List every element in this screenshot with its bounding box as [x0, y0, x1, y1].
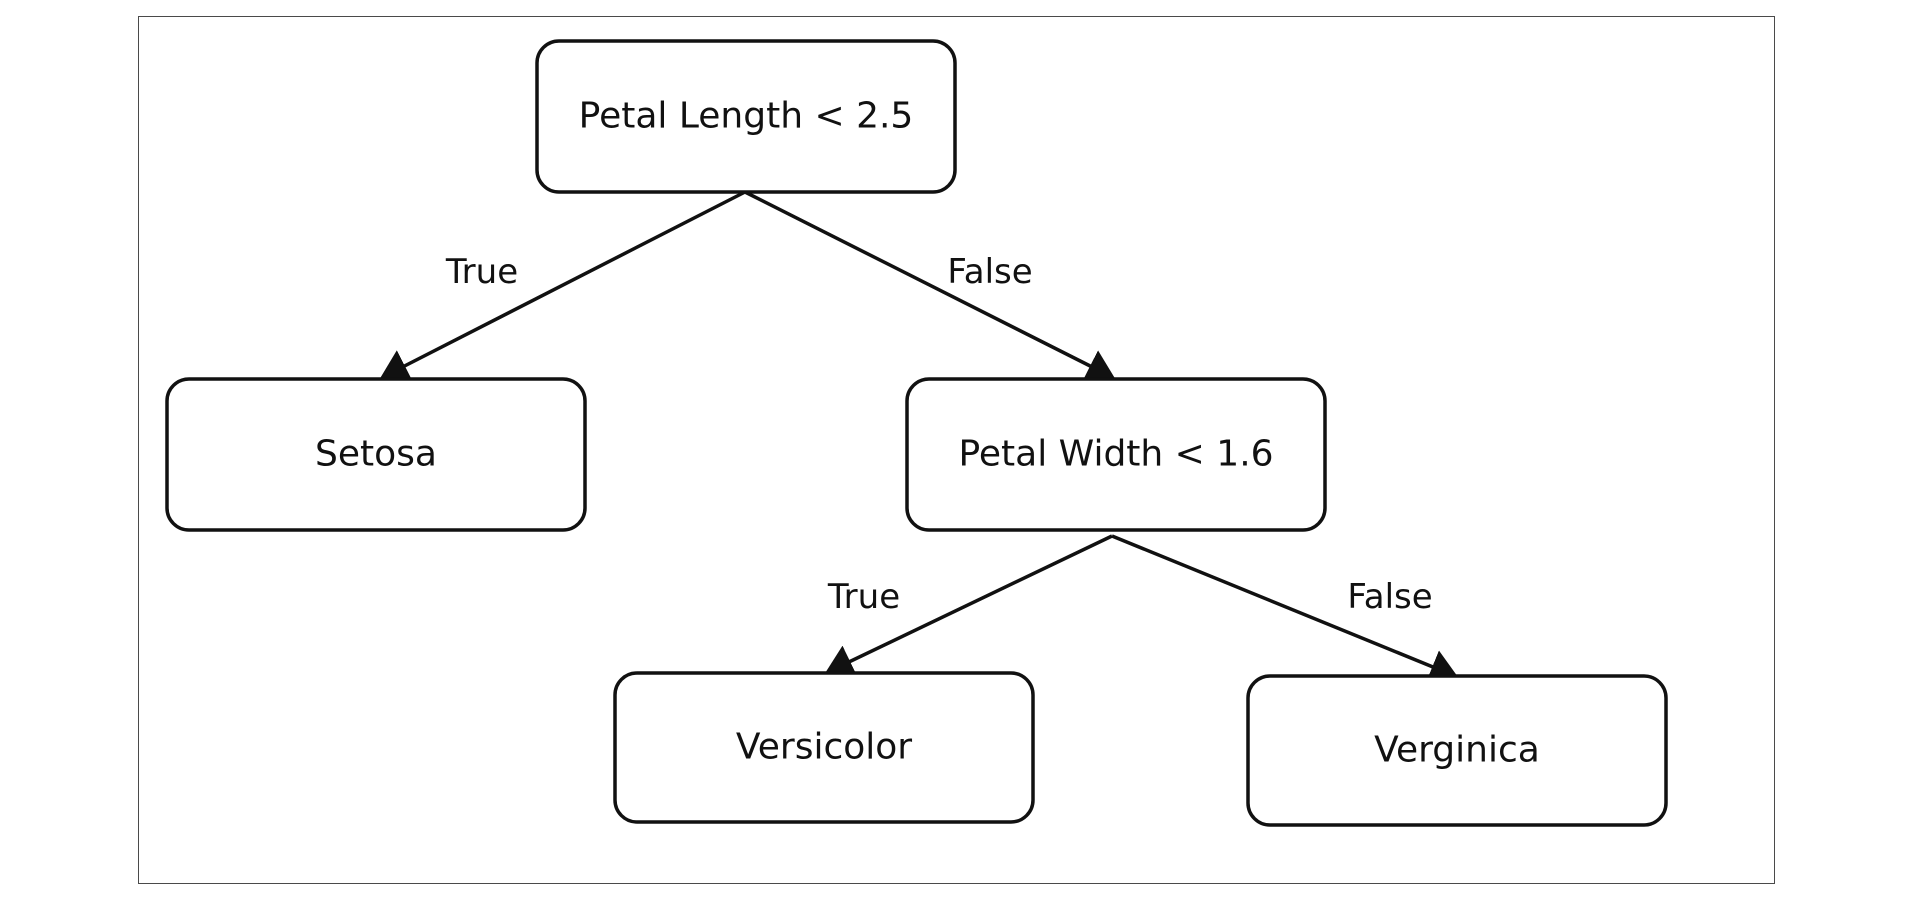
versicolor-node: Versicolor: [613, 671, 1035, 824]
edge-petal-width-to-verginica: [1111, 534, 1459, 683]
edge-label-split-false: False: [1347, 577, 1432, 617]
root-node-label: Petal Length < 2.5: [579, 96, 914, 137]
edge-petal-width-to-versicolor: [824, 534, 1113, 678]
edge-root-to-setosa: [379, 190, 746, 382]
verginica-node-label: Verginica: [1374, 730, 1540, 771]
edge-root-to-petal-width: [744, 190, 1116, 382]
edge-label-split-true: True: [827, 577, 900, 617]
setosa-node: Setosa: [165, 377, 587, 532]
petal-width-node: Petal Width < 1.6: [905, 377, 1327, 532]
root-node: Petal Length < 2.5: [535, 39, 957, 194]
verginica-node: Verginica: [1246, 674, 1668, 827]
petal-width-node-label: Petal Width < 1.6: [958, 434, 1273, 475]
edge-label-root-false: False: [947, 252, 1032, 292]
versicolor-node-label: Versicolor: [736, 727, 912, 768]
setosa-node-label: Setosa: [315, 434, 437, 475]
edge-label-root-true: True: [445, 252, 518, 292]
